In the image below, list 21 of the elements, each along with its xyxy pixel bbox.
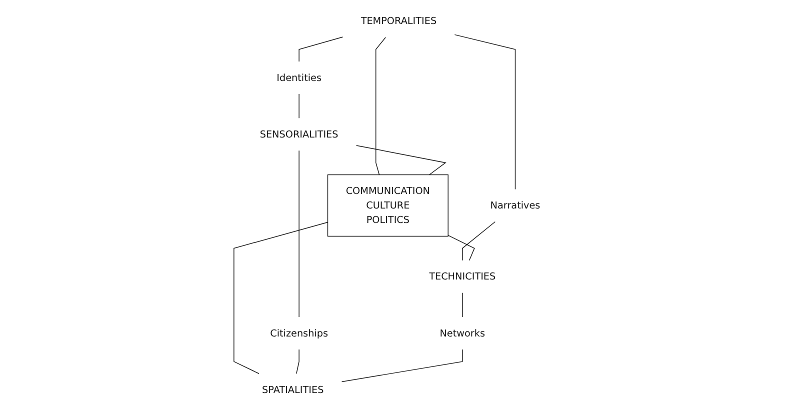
node-text: Narratives: [490, 199, 541, 211]
connector: [462, 221, 496, 261]
connector: [376, 37, 386, 176]
connector: [462, 292, 464, 318]
node-text: SENSORIALITIES: [260, 128, 339, 140]
connector: [299, 150, 300, 318]
node-text: TEMPORALITIES: [361, 15, 437, 27]
connector: [448, 234, 476, 261]
connector: [299, 36, 344, 62]
node-text: Networks: [440, 327, 486, 339]
connector: [234, 222, 328, 374]
node-text: Identities: [277, 72, 322, 84]
connector: [454, 34, 516, 190]
node-box: COMMUNICATION CULTURE POLITICS: [328, 174, 449, 237]
connector: [356, 145, 447, 176]
node-text: TECHNICITIES: [429, 270, 496, 282]
connector: [342, 349, 464, 382]
node-text: Citizenships: [270, 327, 328, 339]
node-text: SPATIALITIES: [262, 384, 324, 396]
connector: [299, 94, 300, 118]
connector: [296, 349, 300, 374]
